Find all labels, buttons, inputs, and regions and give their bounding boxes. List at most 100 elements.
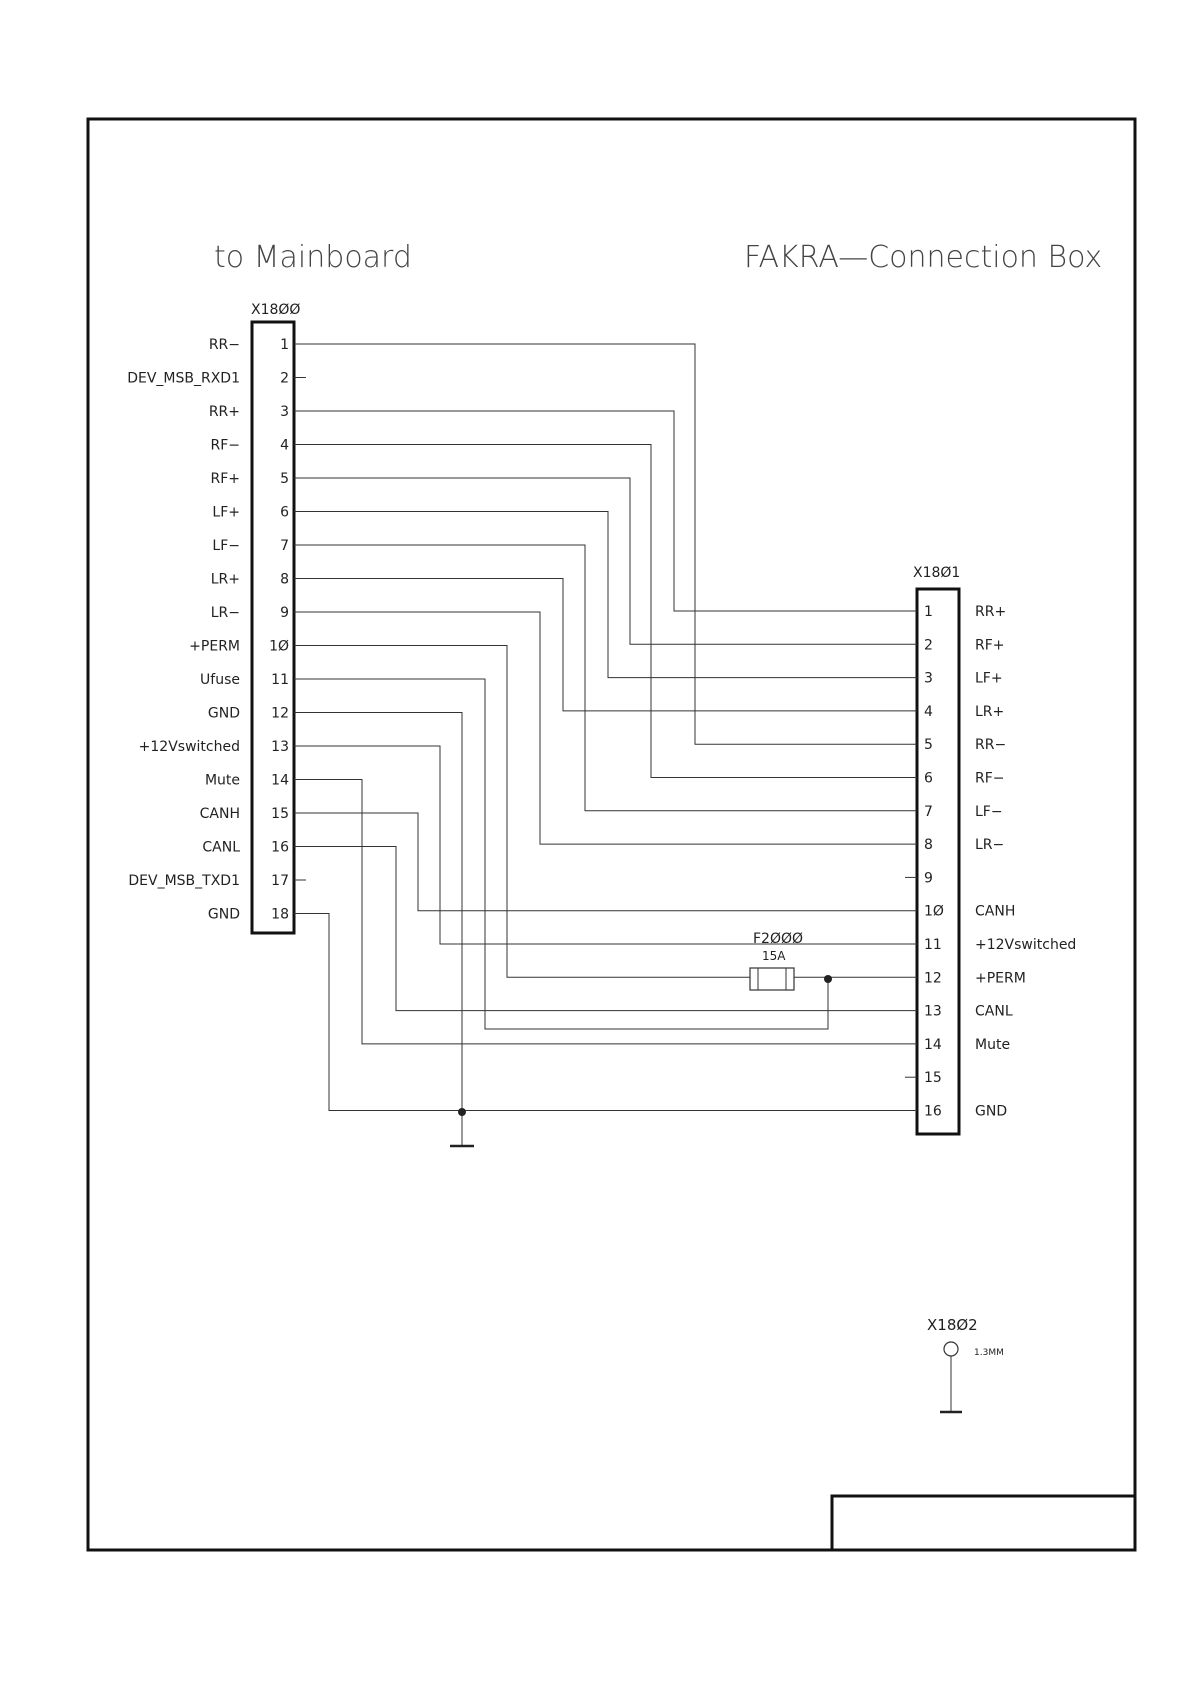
x1800-pin-number: 5 xyxy=(280,471,289,487)
x1801-pin-label: CANH xyxy=(975,904,1015,920)
x1800-pin-number: 3 xyxy=(280,404,289,420)
wire xyxy=(294,343,917,745)
x1800-pin-number: 15 xyxy=(271,806,289,822)
x1801-pin-label: LR− xyxy=(975,837,1004,853)
x1800-pin-label: LF+ xyxy=(212,505,240,521)
x1800-pin-label: CANH xyxy=(200,806,240,822)
x1801-pin-label: Mute xyxy=(975,1037,1010,1053)
x1800-pin-number: 17 xyxy=(271,873,289,889)
wire xyxy=(294,678,829,1030)
fuse-name: F2ØØØ xyxy=(753,931,803,947)
wire xyxy=(294,779,917,1045)
wire xyxy=(294,477,917,645)
x1800-pin-number: 4 xyxy=(280,438,289,454)
x1800-pin-label: RR− xyxy=(209,337,240,353)
x1800-pin-number: 8 xyxy=(280,572,289,588)
x1800-pin-label: DEV_MSB_TXD1 xyxy=(128,873,240,889)
x1800-pin-number: 1Ø xyxy=(269,639,289,655)
x1800-pin-number: 13 xyxy=(271,739,289,755)
wire xyxy=(294,544,917,812)
x1800-pin-label: RR+ xyxy=(209,404,240,420)
x1800-pin-number: 7 xyxy=(280,538,289,554)
x1801-pin-label: RF+ xyxy=(975,637,1005,653)
x1801-pin-label: +12Vswitched xyxy=(975,937,1076,953)
x1800-pin-number: 1 xyxy=(280,337,289,353)
x1800-pin-group: 1RR−2DEV_MSB_RXD13RR+4RF−5RF+6LF+7LF−8LR… xyxy=(127,337,289,923)
x1800-pin-label: LR+ xyxy=(211,572,240,588)
x1802-pin-circle xyxy=(943,1341,959,1357)
x1801-pin-number: 3 xyxy=(924,671,933,687)
x1800-pin-number: 9 xyxy=(280,605,289,621)
x1800-pin-number: 18 xyxy=(271,907,289,923)
x1800-pin-number: 6 xyxy=(280,505,289,521)
connector-x1802-name: X18Ø2 xyxy=(927,1316,978,1334)
x1801-pin-number: 4 xyxy=(924,704,933,720)
connector-x1800-body xyxy=(250,320,296,935)
x1800-pin-number: 11 xyxy=(271,672,289,688)
fuse-body xyxy=(749,967,795,991)
wire xyxy=(294,812,917,912)
x1801-pin-number: 12 xyxy=(924,970,942,986)
x1800-pin-label: RF− xyxy=(210,438,240,454)
x1801-pin-number: 2 xyxy=(924,637,933,653)
x1801-pin-number: 9 xyxy=(924,870,933,886)
x1801-pin-label: RF− xyxy=(975,771,1005,787)
x1800-pin-label: GND xyxy=(208,706,240,722)
wire xyxy=(294,511,917,679)
wire xyxy=(294,645,750,978)
fuse-rating: 15A xyxy=(762,949,786,963)
x1801-pin-number: 1Ø xyxy=(924,904,944,920)
connector-x1801-body xyxy=(915,587,961,1136)
x1801-pin-number: 7 xyxy=(924,804,933,820)
x1800-pin-label: LR− xyxy=(211,605,240,621)
x1800-pin-number: 16 xyxy=(271,840,289,856)
x1801-pin-number: 1 xyxy=(924,604,933,620)
x1801-pin-label: LR+ xyxy=(975,704,1004,720)
x1801-pin-number: 13 xyxy=(924,1004,942,1020)
x1801-pin-label: +PERM xyxy=(975,970,1026,986)
x1801-pin-label: LF− xyxy=(975,804,1003,820)
wire xyxy=(294,410,917,612)
x1801-pin-number: 11 xyxy=(924,937,942,953)
wire xyxy=(294,712,463,1146)
wire-group xyxy=(294,343,917,1146)
title-block xyxy=(830,1494,1137,1552)
x1800-pin-number: 12 xyxy=(271,706,289,722)
x1801-pin-label: GND xyxy=(975,1104,1007,1120)
x1800-pin-number: 14 xyxy=(271,773,289,789)
x1801-pin-label: RR+ xyxy=(975,604,1006,620)
x1800-pin-label: Mute xyxy=(205,773,240,789)
wire xyxy=(294,913,917,1111)
x1801-pin-label: LF+ xyxy=(975,671,1003,687)
x1801-pin-label: CANL xyxy=(975,1004,1013,1020)
x1801-pin-number: 14 xyxy=(924,1037,942,1053)
connector-x1801-name: X18Ø1 xyxy=(913,565,960,581)
x1801-pin-number: 5 xyxy=(924,737,933,753)
title-right: FAKRA—Connection Box xyxy=(744,240,1102,275)
x1800-pin-label: +12Vswitched xyxy=(139,739,240,755)
x1800-pin-number: 2 xyxy=(280,371,289,387)
x1800-pin-label: Ufuse xyxy=(200,672,240,688)
x1801-pin-label: RR− xyxy=(975,737,1006,753)
x1800-pin-label: RF+ xyxy=(210,471,240,487)
title-left: to Mainboard xyxy=(214,240,412,275)
x1800-pin-label: LF− xyxy=(212,538,240,554)
connector-x1800-name: X18ØØ xyxy=(251,302,300,318)
junction-dot-fuse xyxy=(824,975,832,983)
x1801-pin-number: 15 xyxy=(924,1070,942,1086)
x1802-size: 1.3MM xyxy=(974,1348,1004,1358)
x1800-pin-label: CANL xyxy=(202,840,240,856)
junction-dot-gnd xyxy=(458,1108,466,1116)
wire xyxy=(294,578,917,712)
drawing-frame xyxy=(86,117,1137,1552)
wire xyxy=(294,444,917,778)
x1801-pin-number: 16 xyxy=(924,1104,942,1120)
x1800-pin-label: +PERM xyxy=(189,639,240,655)
x1800-pin-label: GND xyxy=(208,907,240,923)
x1801-pin-number: 6 xyxy=(924,771,933,787)
wire xyxy=(294,611,917,845)
x1800-pin-label: DEV_MSB_RXD1 xyxy=(127,371,240,387)
wire xyxy=(294,846,917,1012)
